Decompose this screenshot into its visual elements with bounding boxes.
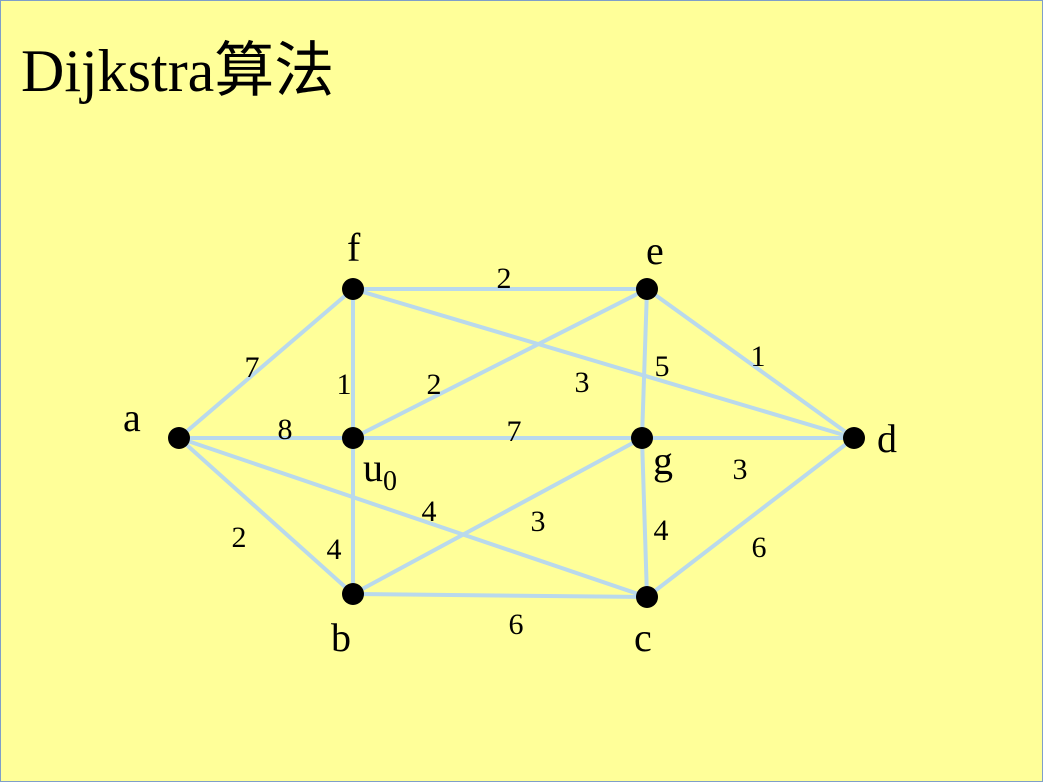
edge-weight-f-d: 3	[575, 366, 590, 399]
vertex-b	[342, 583, 364, 605]
edge-weight-g-d: 3	[733, 453, 748, 486]
edge-e-g	[640, 288, 649, 439]
edge-weight-a-b: 2	[232, 521, 247, 554]
vertex-label-text-a: a	[123, 395, 141, 440]
edge-weight-u0-b: 4	[327, 533, 342, 566]
edge-weight-u0-e: 2	[427, 368, 442, 401]
vertex-c	[636, 586, 658, 608]
vertex-a	[168, 427, 190, 449]
edge-weight-f-e: 2	[497, 262, 512, 295]
vertex-f	[342, 278, 364, 300]
edge-b-c	[352, 592, 648, 599]
vertex-label-u0: u0	[363, 445, 397, 497]
edge-b-g	[352, 436, 643, 596]
vertex-d	[843, 427, 865, 449]
vertex-e	[636, 278, 658, 300]
vertex-label-c: c	[634, 615, 652, 660]
vertex-label-text-u0: u	[363, 445, 383, 490]
edge-weight-b-c: 6	[509, 608, 524, 641]
vertex-label-text-f: f	[347, 225, 361, 270]
vertex-label-g: g	[653, 438, 673, 483]
edge-weight-e-d: 1	[751, 340, 766, 373]
slide-title: Dijkstra算法	[21, 38, 335, 104]
edge-weight-f-u0: 1	[337, 368, 352, 401]
edge-weight-u0-g: 7	[507, 415, 522, 448]
edge-weight-a-u0: 8	[278, 413, 293, 446]
edge-a-f	[177, 287, 355, 440]
vertex-label-b: b	[331, 615, 351, 660]
edge-c-d	[645, 436, 856, 599]
edge-a-b	[177, 436, 355, 596]
vertex-label-f: f	[347, 225, 361, 270]
edge-g-c	[640, 437, 649, 598]
edge-weight-b-g: 3	[531, 505, 546, 538]
vertex-label-subscript-u0: 0	[383, 466, 397, 497]
edge-a-c	[178, 436, 648, 599]
vertex-label-text-g: g	[653, 438, 673, 483]
vertex-label-d: d	[877, 416, 897, 461]
edge-weight-c-d: 6	[752, 531, 767, 564]
vertex-label-a: a	[123, 395, 141, 440]
vertex-label-text-d: d	[877, 416, 897, 461]
edge-weight-a-c: 4	[422, 495, 437, 528]
vertex-g	[631, 427, 653, 449]
edge-e-d	[645, 287, 856, 440]
vertex-label-e: e	[646, 228, 664, 273]
edge-u0-e	[352, 287, 648, 440]
vertex-u0	[342, 427, 364, 449]
edge-weight-a-f: 7	[245, 351, 260, 384]
vertex-label-text-e: e	[646, 228, 664, 273]
vertex-label-text-b: b	[331, 615, 351, 660]
edge-weight-e-g: 5	[655, 350, 670, 383]
vertex-label-text-c: c	[634, 615, 652, 660]
edge-f-d	[352, 287, 855, 440]
edge-weight-g-c: 4	[654, 514, 669, 547]
